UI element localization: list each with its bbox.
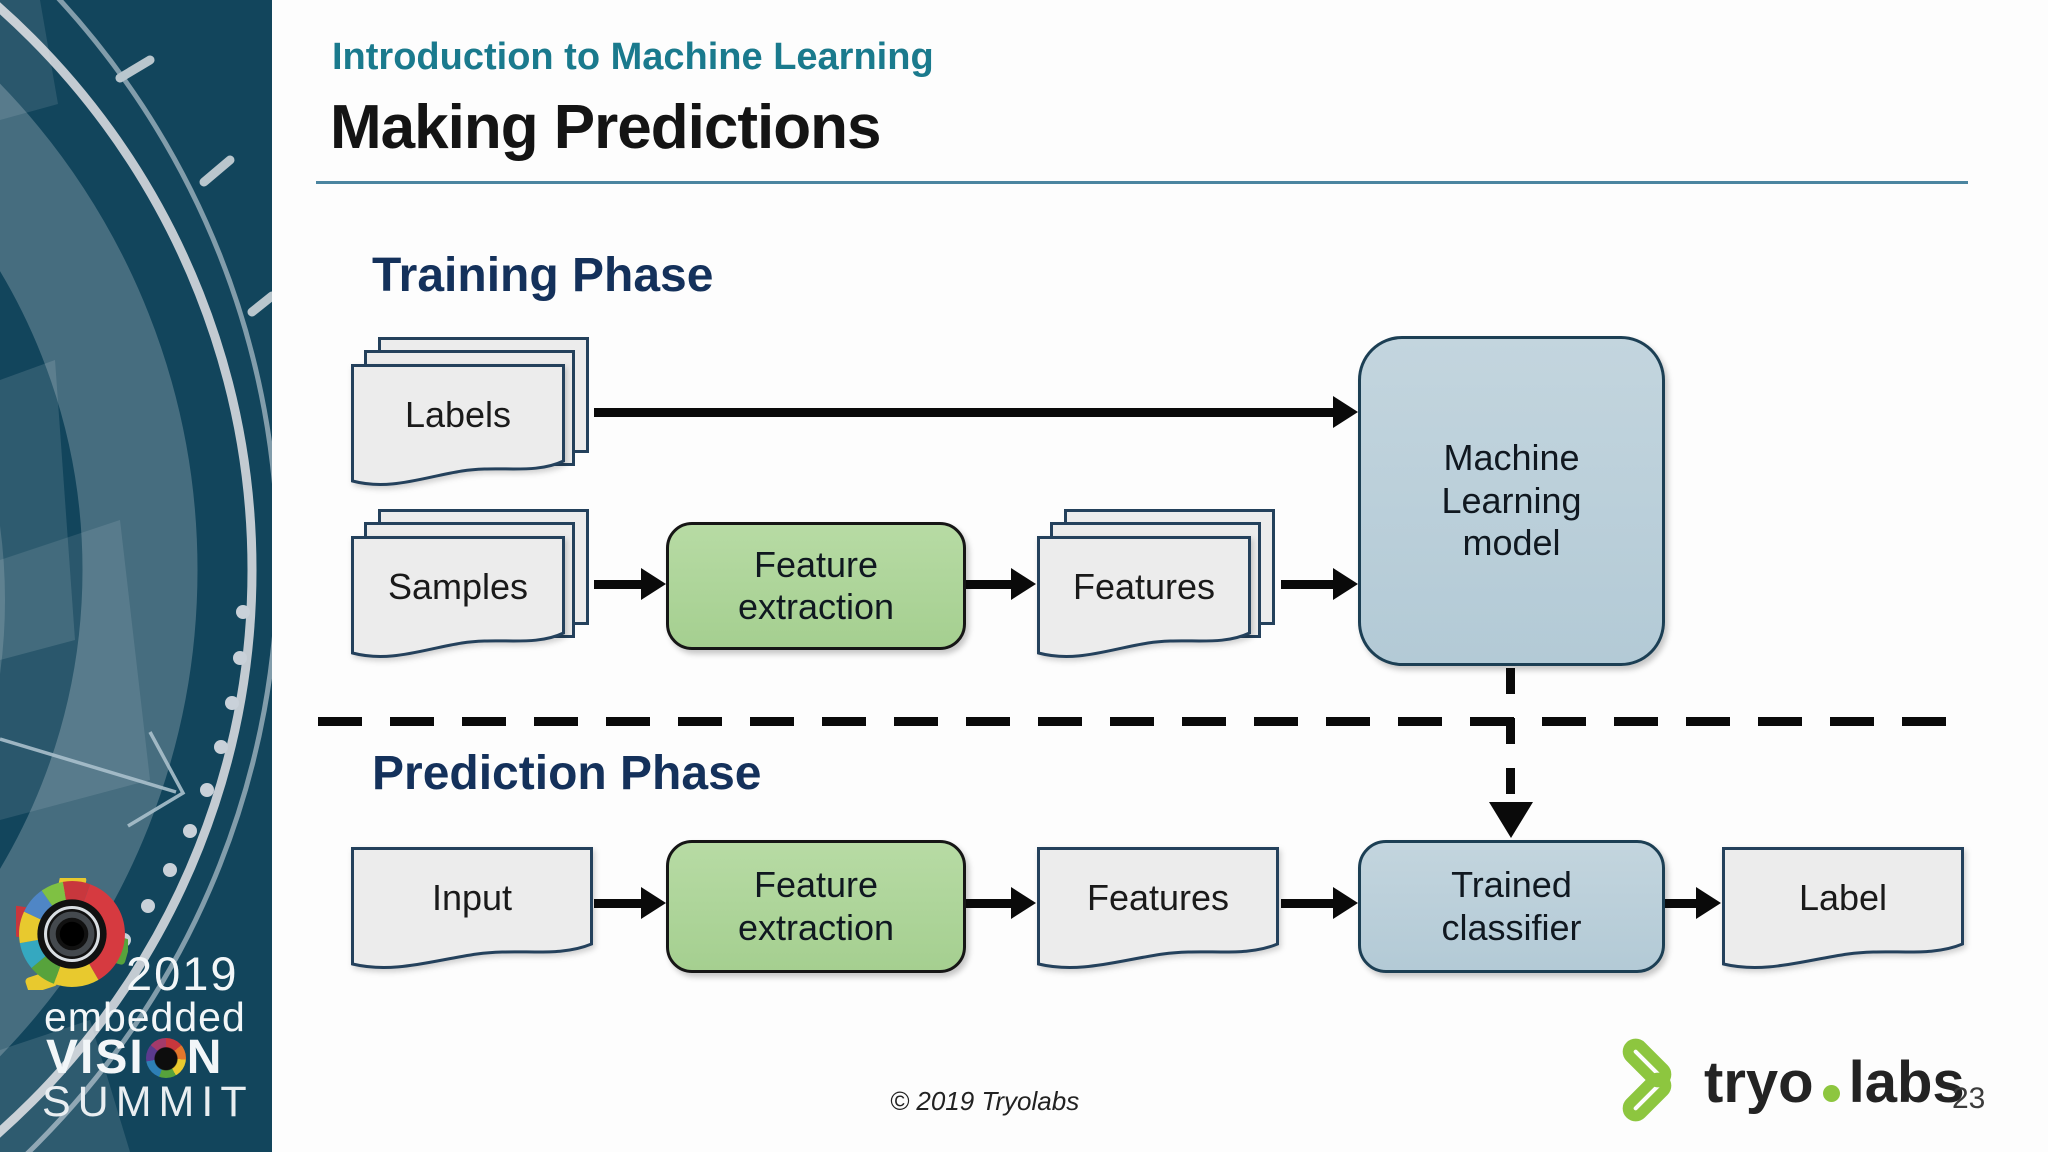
training-phase-heading: Training Phase: [372, 249, 714, 302]
input-doc-label: Input: [431, 877, 513, 918]
logo-summit: SUMMIT: [42, 1078, 254, 1126]
summit-pinwheel-icon: [16, 878, 128, 990]
tryolabs-logo: tryo labs: [1612, 1033, 1965, 1127]
features-document-stack: Features: [1036, 509, 1280, 669]
features-doc-label: Features: [1072, 566, 1216, 607]
model-to-classifier-dashed-line: [1506, 668, 1515, 804]
model-to-classifier-arrowhead: [1489, 802, 1533, 838]
trained-classifier-box: Trained classifier: [1358, 840, 1665, 973]
phase-separator-dashed-line: [318, 717, 1963, 726]
arrow-features-to-model: [1281, 568, 1358, 600]
logo-year: 2019: [126, 947, 239, 1000]
samples-document-stack: Samples: [350, 509, 594, 669]
arrow-input-to-extraction: [594, 887, 666, 919]
labels-document-stack: Labels: [350, 337, 594, 497]
arrow-samples-to-extraction: [594, 568, 666, 600]
features-doc-label-prediction: Features: [1086, 877, 1230, 918]
document-shape: [1036, 846, 1280, 976]
brand-dot-icon: [1822, 1084, 1840, 1102]
arrow-extraction-to-features-prediction: [966, 887, 1036, 919]
labels-doc-label: Labels: [404, 394, 512, 435]
arrow-classifier-to-label: [1665, 887, 1721, 919]
arrow-labels-to-model: [594, 396, 1358, 428]
document-shape: [1721, 846, 1965, 976]
brand-labs: labs: [1848, 1049, 1965, 1115]
sidebar-arc-decoration: [0, 0, 272, 1152]
vision-o-aperture-icon: [145, 1038, 186, 1078]
document-shape: [1036, 535, 1252, 665]
features-document-prediction: Features: [1036, 846, 1280, 1006]
document-shape: [350, 363, 566, 493]
machine-learning-model-box: Machine Learning model: [1358, 336, 1665, 666]
document-shape: [350, 846, 594, 976]
prediction-phase-heading: Prediction Phase: [372, 747, 762, 800]
feature-extraction-box-training: Feature extraction: [666, 522, 966, 650]
copyright-text: © 2019 Tryolabs: [890, 1086, 1080, 1116]
arrow-features-to-classifier: [1281, 887, 1358, 919]
deck-title: Introduction to Machine Learning: [332, 36, 934, 78]
feature-extraction-box-prediction: Feature extraction: [666, 840, 966, 973]
label-doc-label: Label: [1798, 877, 1888, 918]
samples-doc-label: Samples: [387, 566, 529, 607]
tryolabs-logo-icon: [1612, 1033, 1698, 1127]
title-divider: [316, 181, 1968, 184]
page-number: 23: [1952, 1082, 1986, 1115]
arrow-extraction-to-features: [966, 568, 1036, 600]
label-document: Label: [1721, 846, 1965, 1006]
document-shape: [350, 535, 566, 665]
brand-tryo: tryo: [1704, 1049, 1814, 1115]
page-title: Making Predictions: [330, 93, 881, 162]
logo-embedded: embedded: [44, 994, 246, 1040]
input-document: Input: [350, 846, 594, 1006]
